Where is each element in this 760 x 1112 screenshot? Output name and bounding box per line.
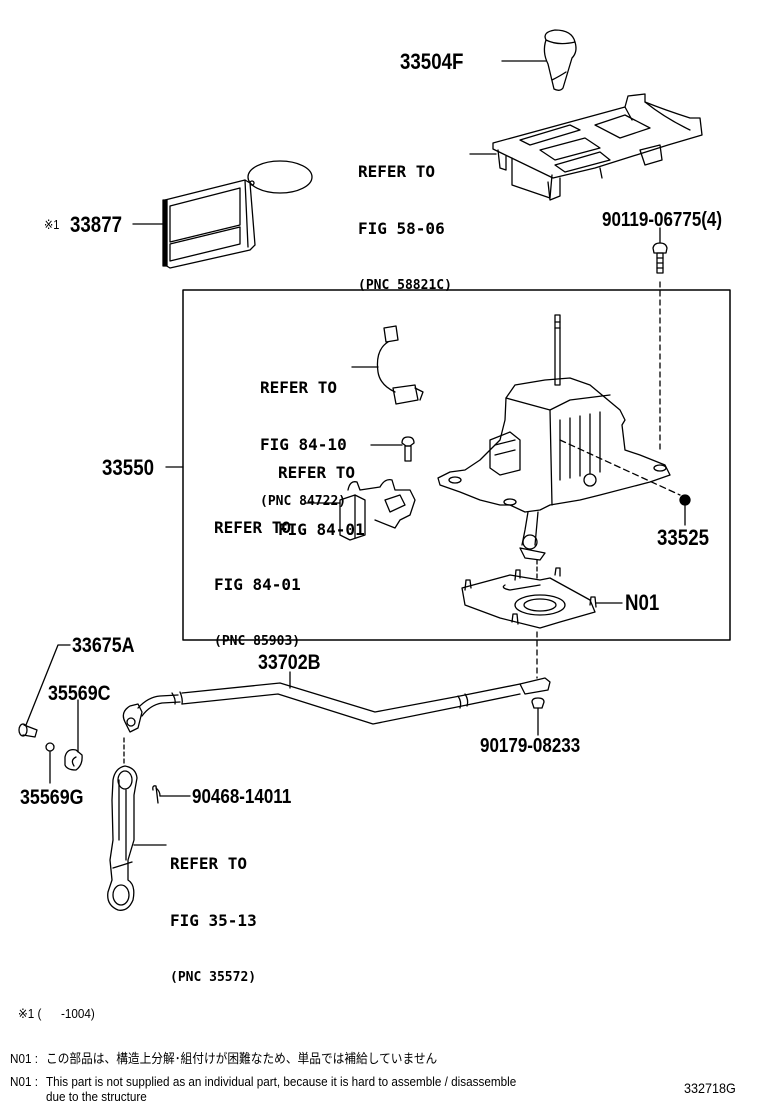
n01-en-label: N01 : (10, 1074, 38, 1089)
bushing-drawing[interactable] (64, 749, 83, 771)
part-label-33504F[interactable]: 33504F (400, 49, 464, 74)
part-label-33550[interactable]: 33550 (102, 455, 155, 480)
n01-en-text-line2: due to the structure (46, 1089, 147, 1104)
leader-33675A (25, 644, 71, 726)
n01-jp-text: この部品は、構造上分解･組付けが困難なため、単品では補給していません (46, 1051, 438, 1066)
part-label-33675A[interactable]: 33675A (72, 634, 135, 657)
ref-line1: REFER TO (170, 854, 248, 873)
clip-drawing[interactable] (152, 785, 161, 804)
shift-cable-drawing[interactable] (122, 677, 551, 733)
assembly-boundary-box (182, 289, 731, 641)
nut-drawing[interactable] (679, 494, 691, 506)
base-plate-drawing[interactable] (461, 559, 597, 629)
pin-drawing[interactable] (18, 723, 38, 738)
part-label-33877[interactable]: 33877 (70, 212, 123, 237)
part-label-N01[interactable]: N01 (625, 590, 660, 615)
bolt-drawing[interactable] (652, 242, 668, 274)
n01-jp-label: N01 : (10, 1051, 38, 1066)
ref-line2: FIG 84-01 (278, 520, 365, 539)
ref-line1: REFER TO (214, 518, 292, 537)
ref-pnc: (PNC 58821C) (358, 278, 452, 293)
shift-lever-assembly-drawing[interactable] (437, 314, 671, 561)
wire-harness-drawing[interactable] (376, 325, 424, 405)
washer-drawing[interactable] (45, 742, 55, 752)
part-label-35569C[interactable]: 35569C (48, 682, 111, 705)
control-lever-drawing[interactable] (107, 765, 138, 911)
ref-pnc: (PNC 85903) (214, 634, 301, 649)
nut-dashed-line (559, 439, 681, 496)
part-label-33702B[interactable]: 33702B (258, 651, 321, 674)
figure-number: 332718G (684, 1080, 736, 1096)
ref-pnc: (PNC 84722) (260, 494, 347, 509)
part-label-33877-prefix: ※1 (44, 217, 60, 232)
part-label-33525[interactable]: 33525 (657, 525, 710, 550)
ref-line2: FIG 84-10 (260, 435, 347, 454)
ref-pnc: (PNC 35572) (170, 970, 257, 985)
reference-screw[interactable]: REFER TO FIG 84-01 (278, 425, 365, 558)
indicator-plate-drawing[interactable] (162, 160, 313, 269)
part-label-35569G[interactable]: 35569G (20, 786, 84, 809)
ref-line2: FIG 84-01 (214, 575, 301, 594)
part-label-90179-08233[interactable]: 90179-08233 (480, 735, 581, 757)
solenoid-drawing[interactable] (339, 479, 416, 541)
reference-control-lever[interactable]: REFER TO FIG 35-13 (PNC 35572) (170, 816, 257, 1006)
ref-line2: FIG 58-06 (358, 219, 445, 238)
reference-solenoid[interactable]: REFER TO FIG 84-01 (PNC 85903) (214, 480, 301, 670)
n01-en-text-line1: This part is not supplied as an individu… (46, 1074, 517, 1089)
shift-knob-drawing[interactable] (543, 29, 577, 91)
part-label-90468-14011[interactable]: 90468-14011 (192, 786, 292, 808)
part-label-90119-06775[interactable]: 90119-06775(4) (602, 209, 723, 231)
ref-line2: FIG 35-13 (170, 911, 257, 930)
ref-line1: REFER TO (278, 463, 356, 482)
cable-nut-drawing[interactable] (531, 697, 545, 709)
console-panel-drawing[interactable] (492, 93, 703, 201)
ref-line1: REFER TO (358, 162, 436, 181)
reference-wire-harness[interactable]: REFER TO FIG 84-10 (PNC 84722) (260, 340, 347, 530)
screw-drawing[interactable] (401, 436, 415, 462)
ref-line1: REFER TO (260, 378, 338, 397)
reference-console-panel[interactable]: REFER TO FIG 58-06 (PNC 58821C) (358, 124, 452, 314)
range-footnote: ※1 ( -1004) (18, 1006, 95, 1021)
